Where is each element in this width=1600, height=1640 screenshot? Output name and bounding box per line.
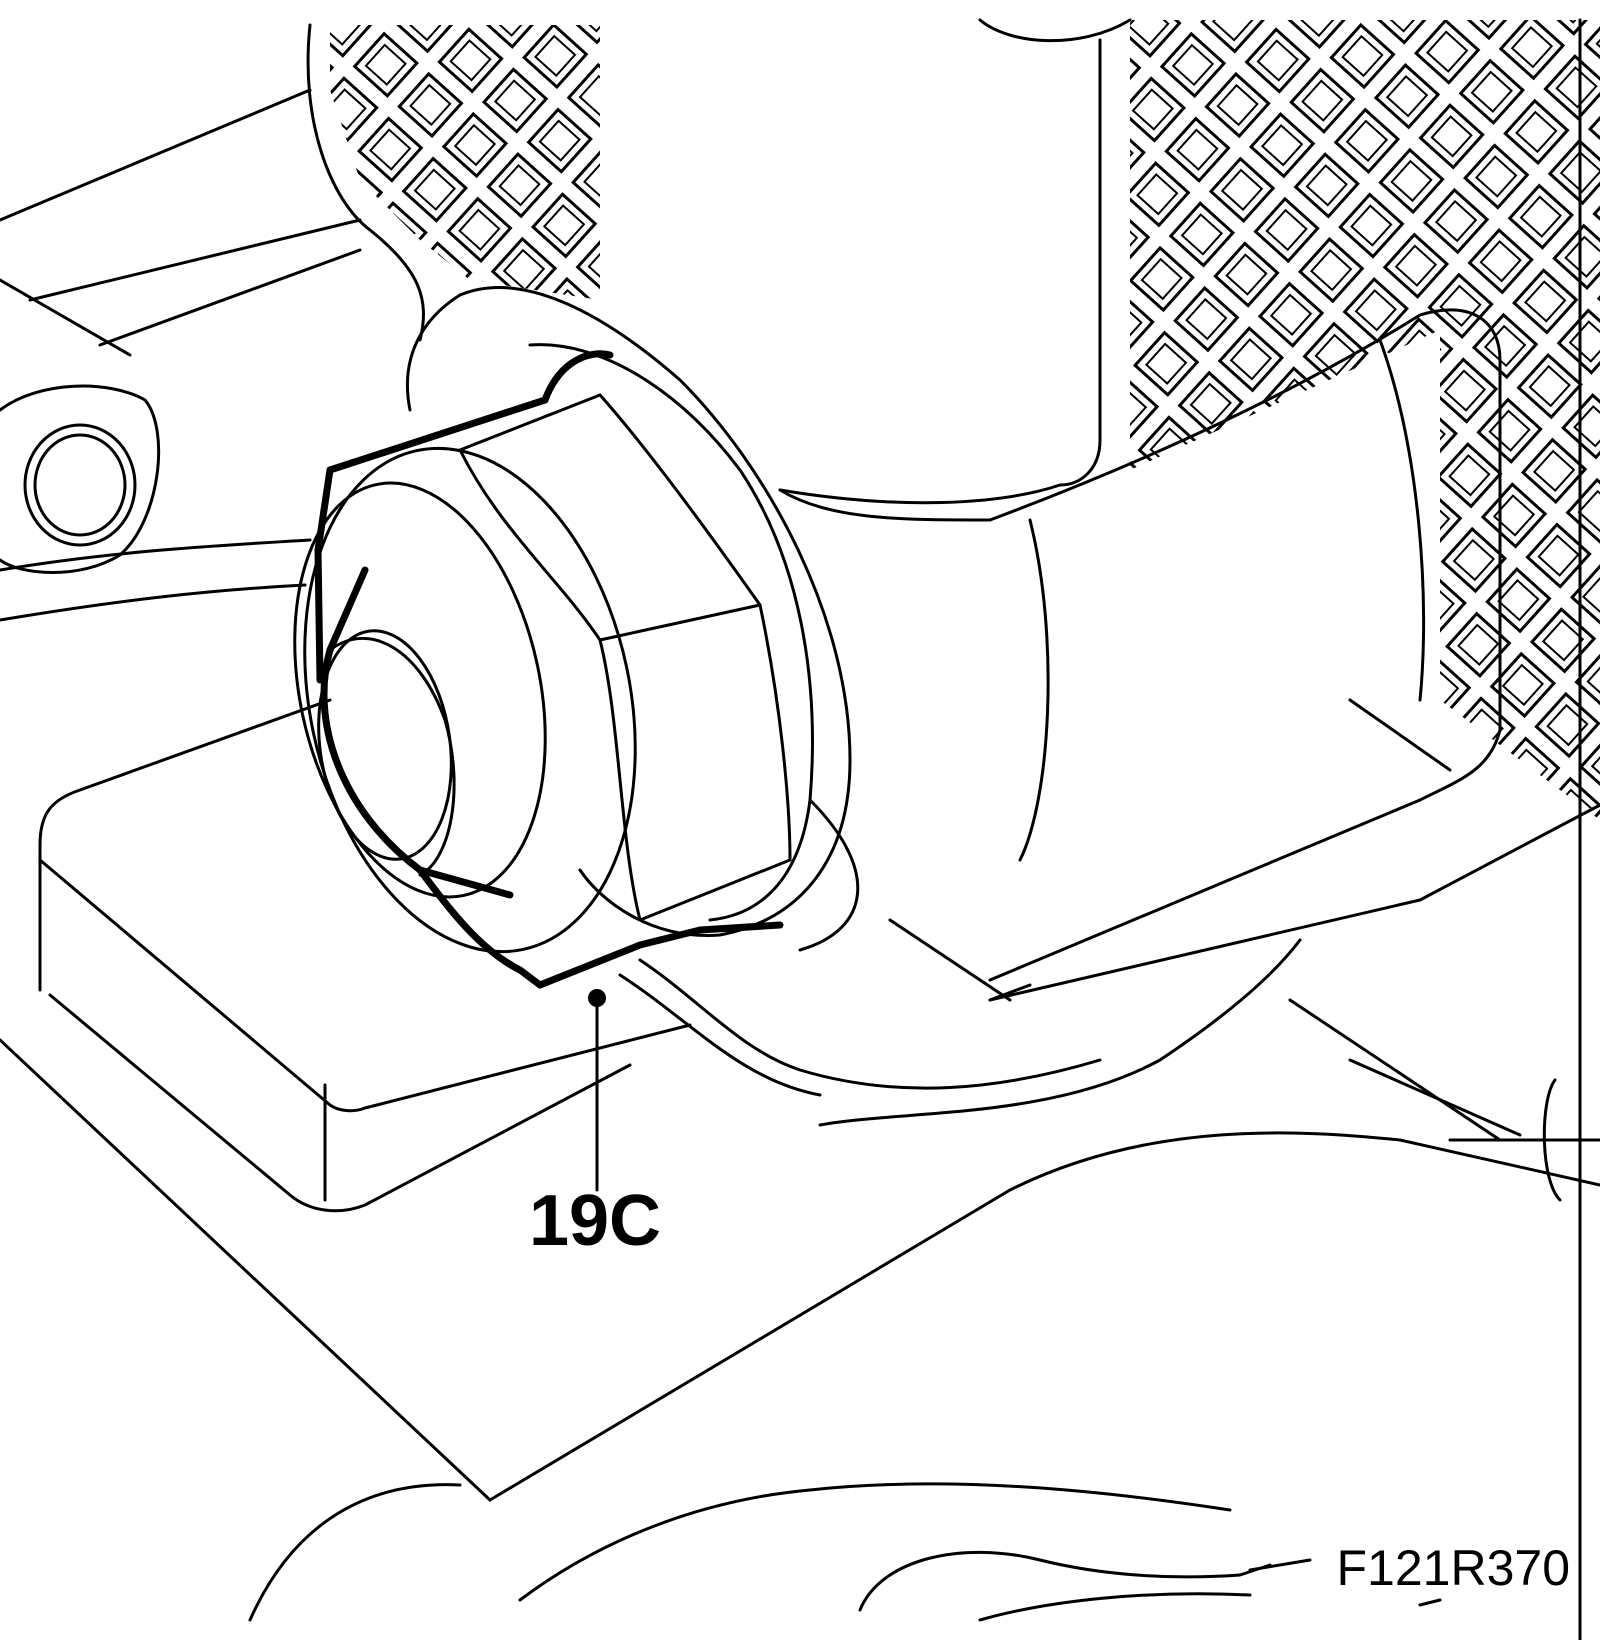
textured-surface-right (1130, 20, 1600, 820)
lower-tubing (618, 938, 1600, 1202)
mounting-lug (0, 384, 161, 574)
housing-outline (0, 18, 1582, 1640)
figure-id: F121R370 (1337, 1540, 1571, 1596)
lower-casting (248, 1482, 1442, 1622)
base-block (0, 698, 1600, 1502)
textured-surface-left (330, 25, 600, 300)
washer (293, 446, 637, 954)
nut-cap (317, 629, 456, 877)
callout-leader (588, 989, 606, 1192)
hex-nut (314, 350, 792, 989)
callout-label: 19C (529, 1181, 661, 1261)
lever-arm (778, 308, 1502, 1002)
